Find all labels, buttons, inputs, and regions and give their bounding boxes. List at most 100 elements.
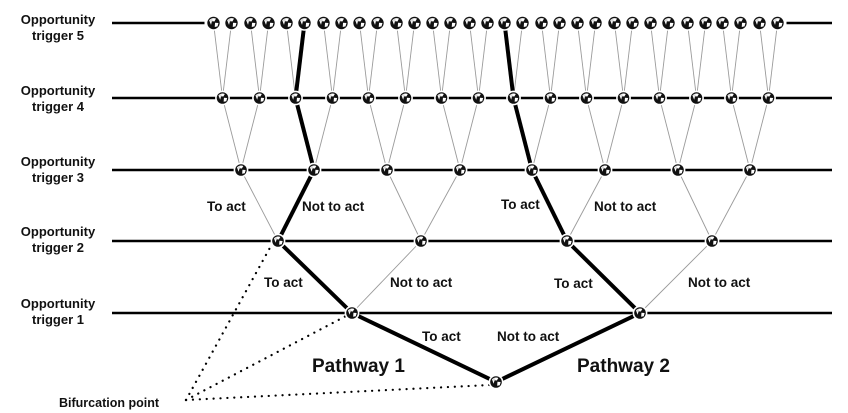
branch (541, 22, 551, 99)
branch (359, 22, 369, 99)
globe-icon (587, 15, 604, 31)
highlighted-branch (276, 239, 354, 315)
branch-label-not-to-act: Not to act (688, 275, 751, 290)
branch (368, 22, 378, 99)
branch (531, 97, 551, 171)
globe-icon (369, 15, 386, 31)
branch-label-to-act: To act (207, 199, 246, 214)
globe-icon (461, 15, 478, 31)
bifurcation-dotted-line (184, 383, 492, 402)
branch (586, 97, 606, 171)
bifurcation-dotted-line (184, 314, 348, 402)
globe-icon (406, 15, 423, 31)
highlighted-branch (293, 97, 316, 171)
globe-icon (242, 15, 259, 31)
globe-icon (413, 233, 429, 249)
globe-icon (488, 374, 504, 390)
globe-icon (524, 162, 540, 178)
branch (614, 22, 624, 99)
globe-icon (388, 15, 405, 31)
branch-label-to-act: To act (422, 329, 461, 344)
nodes (205, 15, 786, 390)
branch (396, 22, 406, 99)
branch (696, 22, 706, 99)
branch (313, 97, 333, 171)
highlighted-branch (276, 169, 316, 242)
globe-icon (597, 162, 613, 178)
globe-icon (361, 90, 376, 106)
globe-icon (652, 90, 667, 106)
branch (768, 22, 778, 99)
branch-label-to-act: To act (554, 276, 593, 291)
globe-icon (379, 162, 395, 178)
bifurcation-dotted-line (184, 242, 274, 402)
globe-icon (642, 15, 659, 31)
pathway-1-label: Pathway 1 (312, 356, 405, 377)
globe-icon (479, 15, 496, 31)
globe-icon (660, 15, 677, 31)
globe-icon (670, 162, 686, 178)
globe-icon (442, 15, 459, 31)
branch (259, 22, 269, 99)
globe-icon (233, 162, 249, 178)
globe-icon (344, 305, 360, 321)
branch (441, 97, 461, 171)
branch (577, 22, 587, 99)
globe-icon (579, 90, 594, 106)
globe-icon (424, 15, 441, 31)
branch (550, 22, 560, 99)
branch (677, 97, 697, 171)
globe-icon (769, 15, 786, 31)
branch (222, 97, 242, 171)
globe-icon (471, 90, 486, 106)
globe-icon (533, 15, 550, 31)
branch (351, 240, 422, 314)
globe-icon (689, 90, 704, 106)
branch-label-to-act: To act (501, 197, 540, 212)
branch (240, 169, 279, 242)
branch (659, 97, 679, 171)
branch (677, 169, 713, 242)
bifurcation-point-label: Bifurcation point (59, 396, 160, 410)
branch (240, 97, 260, 171)
globe-icon (506, 90, 521, 106)
branch (441, 22, 451, 99)
globe-icon (434, 90, 449, 106)
globe-icon (325, 90, 340, 106)
globe-icon (452, 162, 468, 178)
branch-label-not-to-act: Not to act (594, 199, 657, 214)
branch (286, 22, 296, 99)
globe-icon (252, 90, 267, 106)
branch (459, 97, 479, 171)
highlighted-branch (351, 311, 497, 384)
branch (432, 22, 442, 99)
branch (323, 22, 333, 99)
globe-icon (742, 162, 758, 178)
globe-icon (306, 162, 322, 178)
branch (639, 240, 713, 314)
globe-icon (351, 15, 368, 31)
branch (386, 169, 422, 242)
pathway-2-label: Pathway 2 (577, 356, 670, 377)
branch (213, 22, 223, 99)
globe-icon (569, 15, 586, 31)
branch (731, 97, 751, 171)
globe-icon (714, 15, 731, 31)
branch (469, 22, 479, 99)
branch-label-not-to-act: Not to act (390, 275, 453, 290)
branch (722, 22, 732, 99)
globe-icon (632, 305, 648, 321)
highlighted-branch (565, 239, 642, 315)
branch (650, 22, 660, 99)
branch (420, 169, 461, 242)
branch (386, 97, 406, 171)
globe-icon (679, 15, 696, 31)
globe-icon (205, 15, 222, 31)
branch (759, 22, 769, 99)
branch (731, 22, 741, 99)
branch (659, 22, 669, 99)
branch (513, 22, 523, 99)
